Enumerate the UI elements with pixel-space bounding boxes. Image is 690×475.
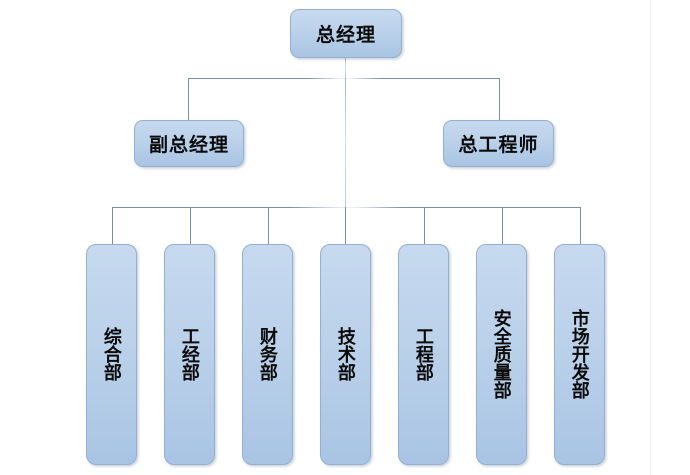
node-chief-engineer[interactable]: 总工程师 (443, 120, 554, 167)
connector-drop-dept-6 (502, 207, 503, 244)
connector-gm-stem (345, 58, 346, 78)
connector-central-spine (345, 78, 346, 208)
page-margin-rule (650, 0, 651, 475)
node-dept-market-development-label: 市场开发部 (569, 308, 590, 399)
node-dept-general-affairs[interactable]: 综合部 (86, 244, 137, 465)
connector-drop-dept-1 (112, 207, 113, 244)
node-dept-safety-quality[interactable]: 安全质量部 (476, 244, 527, 465)
node-dept-safety-quality-label: 安全质量部 (491, 308, 512, 399)
node-dept-general-affairs-label: 综合部 (101, 326, 122, 381)
connector-level2-bus (188, 78, 500, 79)
node-dept-market-development[interactable]: 市场开发部 (554, 244, 605, 465)
connector-drop-chief-engineer (499, 78, 500, 120)
connector-department-bus (112, 207, 580, 208)
node-chief-engineer-label: 总工程师 (458, 135, 539, 156)
node-dept-engineering-economics[interactable]: 工经部 (164, 244, 215, 465)
node-dept-engineering[interactable]: 工程部 (398, 244, 449, 465)
connector-drop-deputy-gm (188, 78, 189, 120)
node-dept-technology[interactable]: 技术部 (320, 244, 371, 465)
node-general-manager[interactable]: 总经理 (290, 9, 402, 58)
node-deputy-general-manager[interactable]: 副总经理 (134, 120, 244, 167)
connector-drop-dept-3 (268, 207, 269, 244)
node-dept-finance-label: 财务部 (257, 326, 278, 381)
node-general-manager-label: 总经理 (315, 25, 376, 46)
connector-drop-dept-5 (424, 207, 425, 244)
node-dept-engineering-economics-label: 工经部 (179, 326, 200, 381)
node-deputy-general-manager-label: 副总经理 (148, 135, 229, 156)
node-dept-technology-label: 技术部 (335, 326, 356, 381)
node-dept-finance[interactable]: 财务部 (242, 244, 293, 465)
node-dept-engineering-label: 工程部 (413, 326, 434, 381)
connector-drop-dept-4 (345, 207, 346, 244)
connector-drop-dept-2 (190, 207, 191, 244)
connector-drop-dept-7 (580, 207, 581, 244)
